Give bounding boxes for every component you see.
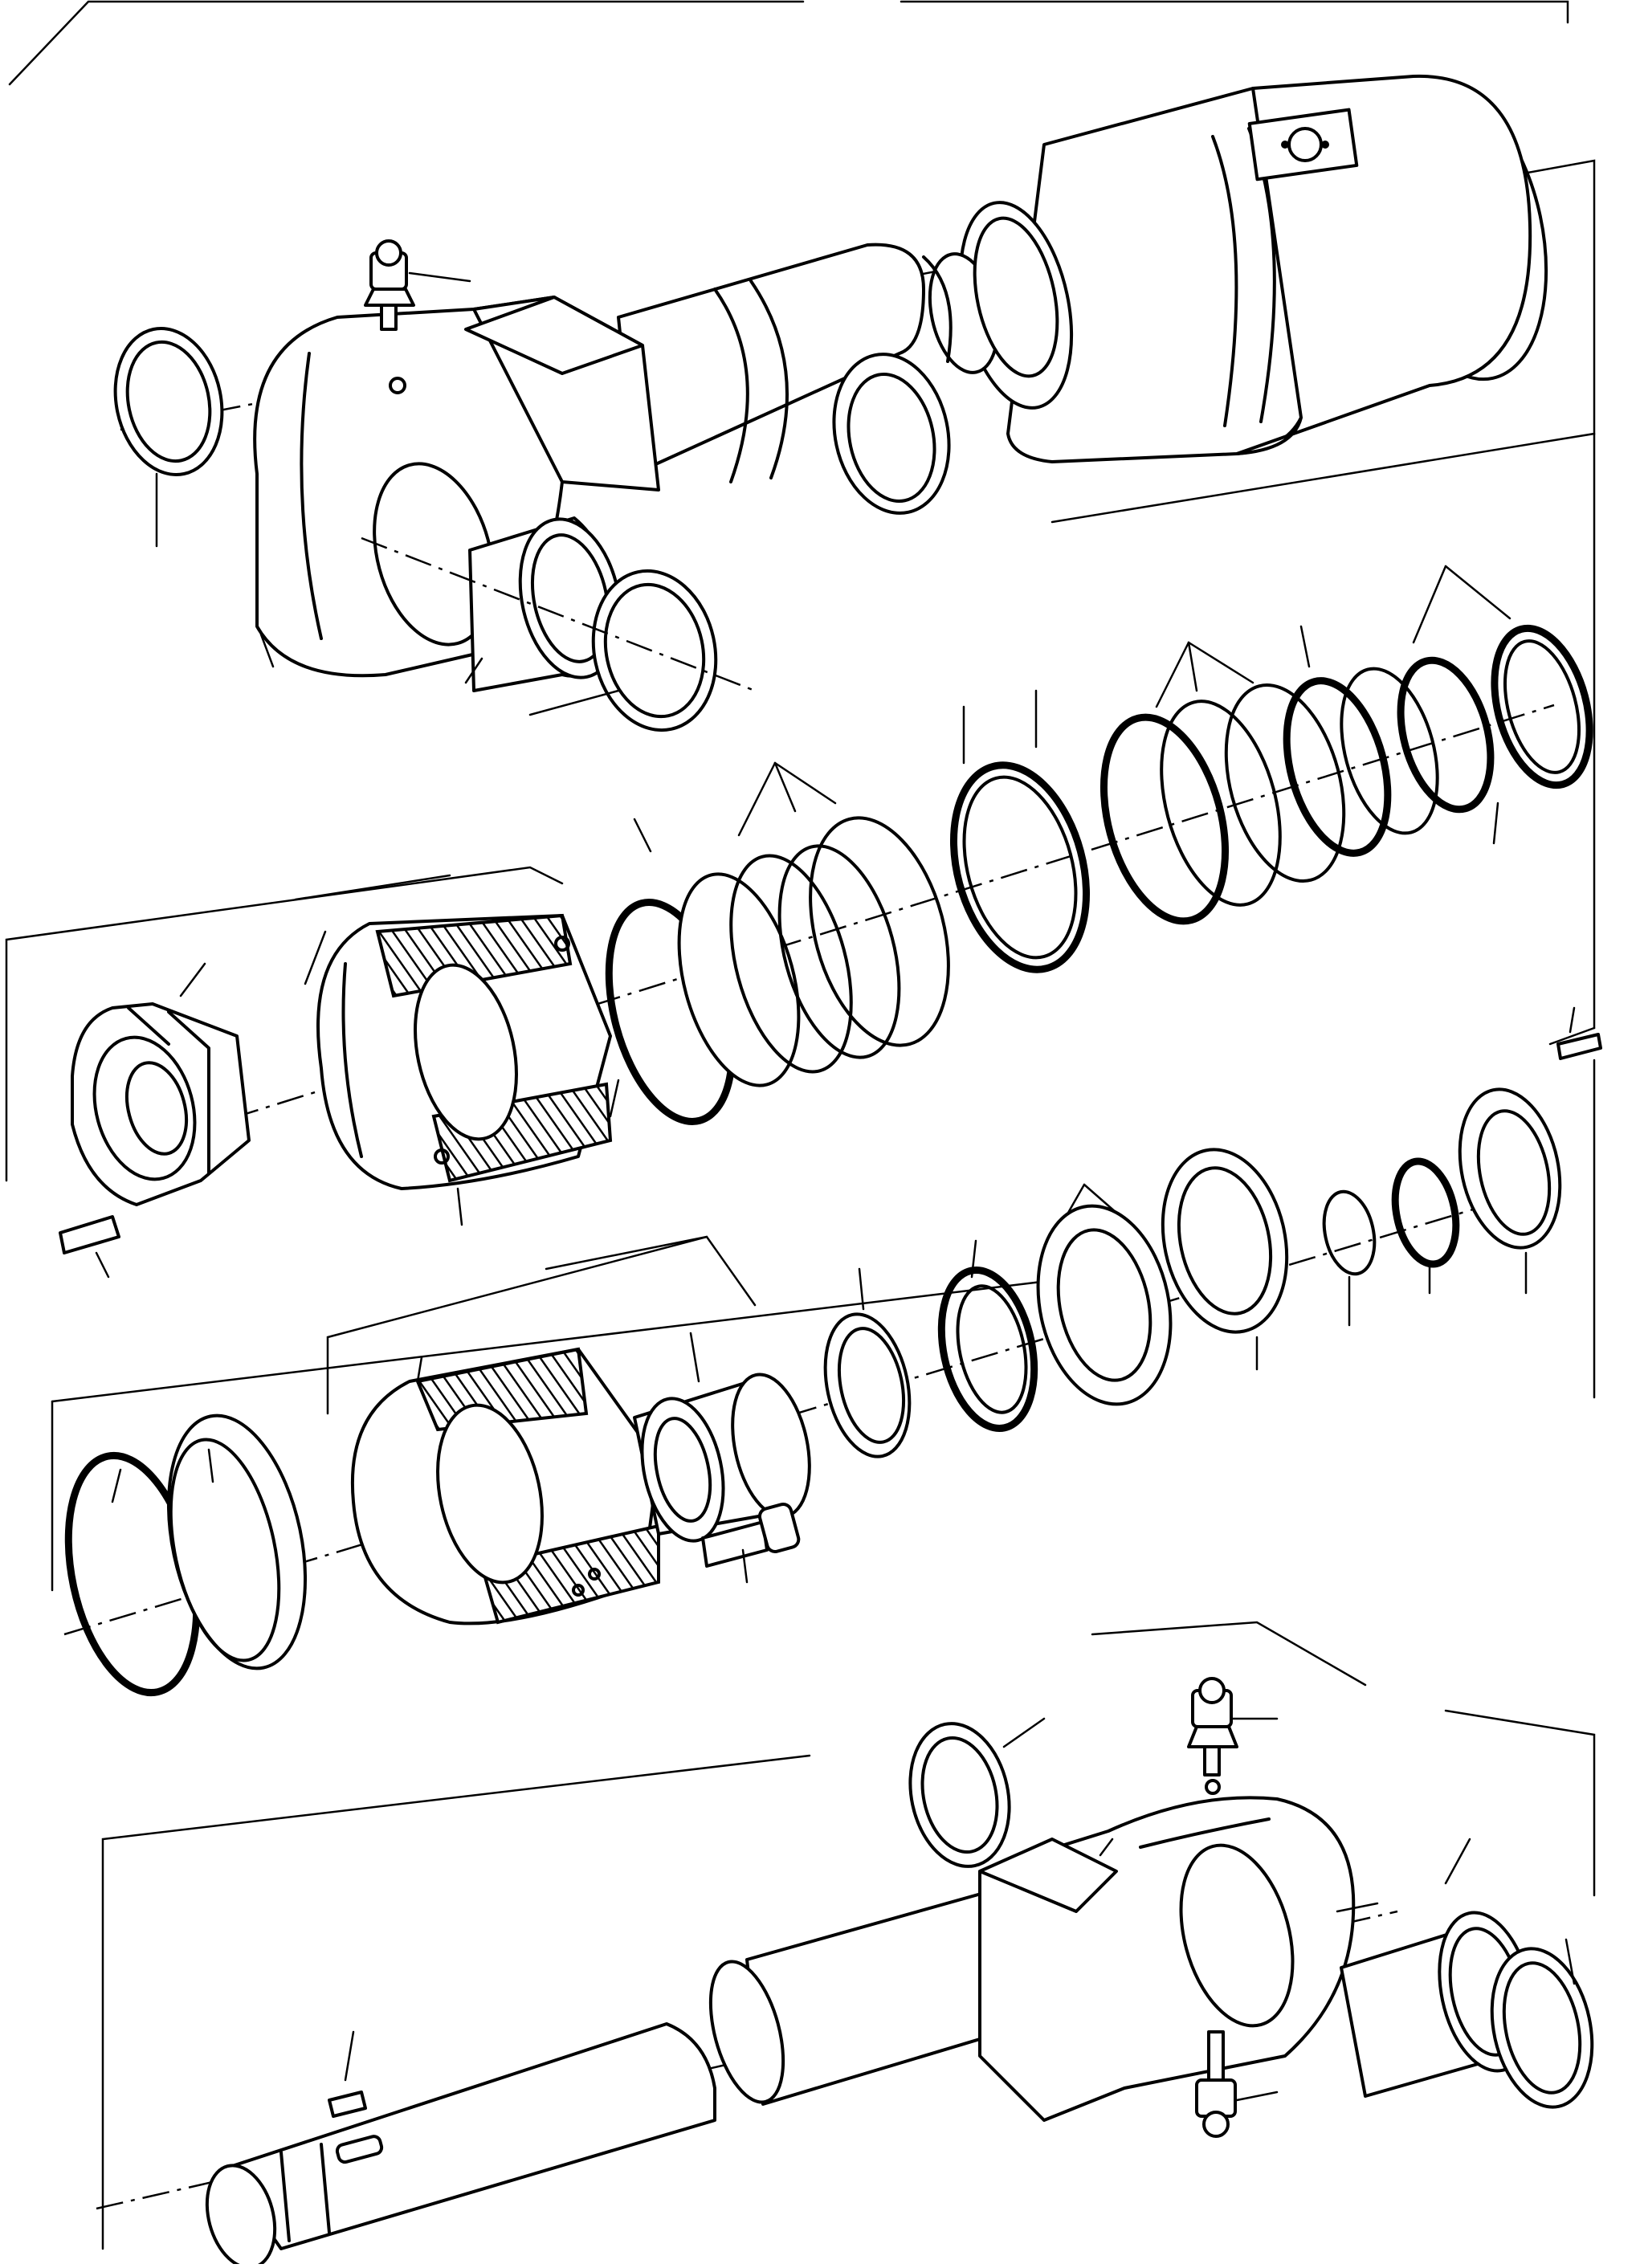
- seal-ring-2: [528, 569, 718, 732]
- set-screw: [59, 1215, 120, 1279]
- seal-ring: [113, 327, 224, 548]
- retaining-ring: [64, 1413, 308, 1697]
- slotted-nut: [71, 962, 251, 1206]
- gland-head: [350, 1347, 660, 1626]
- scraper-seal: [823, 1267, 912, 1458]
- end-flange: [1458, 1087, 1562, 1295]
- flange-gasket: [1036, 1183, 1173, 1406]
- wear-sleeve: [633, 1332, 811, 1543]
- o-ring: [1322, 1189, 1377, 1327]
- piston-head: [304, 913, 620, 1226]
- cylinder-tube-assembly: [113, 74, 1548, 732]
- rod-seal: [937, 1239, 1038, 1432]
- section-frame-lines: [5, 0, 1596, 2250]
- bolt: [701, 1502, 801, 1584]
- flange-ring: [1161, 1148, 1289, 1371]
- piston-rod: [205, 1886, 1006, 2268]
- grease-nipple-bottom: [1195, 2030, 1279, 2138]
- rod-eye: [978, 1779, 1356, 2122]
- piston-rod-assembly: [96, 1677, 1594, 2268]
- cylinder-tube-neck: [617, 216, 1059, 515]
- gland-seal-kit: [63, 1006, 1602, 1697]
- grease-nipple-top: [1187, 1677, 1279, 1776]
- grease-nipple-icon: [364, 239, 471, 331]
- rod-seal-ring: [908, 1717, 1046, 1868]
- backup-ring: [1391, 1157, 1460, 1295]
- rod-end-ring: [1490, 1938, 1594, 2109]
- piston-seal-rings: [59, 565, 1593, 1279]
- cap-screw: [1556, 1006, 1602, 1060]
